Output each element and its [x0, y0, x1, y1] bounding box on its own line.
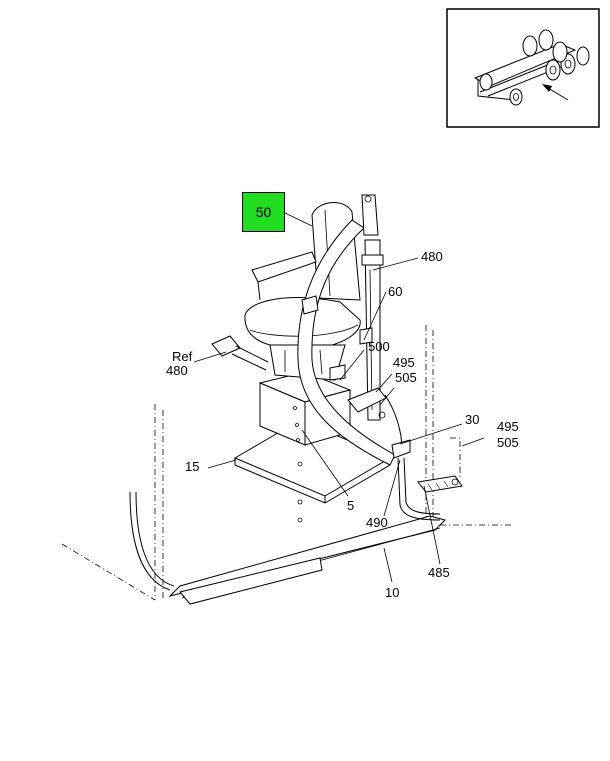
callout-ref-480[interactable]: 480 [166, 363, 188, 378]
inset-chassis-drawing [446, 8, 600, 128]
callout-490[interactable]: 490 [366, 515, 388, 530]
floor-sill-strip [168, 515, 446, 605]
callout-50-label: 50 [255, 204, 272, 220]
callout-505-lower[interactable]: 505 [497, 435, 519, 450]
callout-60[interactable]: 60 [388, 284, 403, 299]
callout-5[interactable]: 5 [347, 498, 355, 513]
callout-505-upper[interactable]: 505 [395, 370, 417, 385]
callout-ref-label: Ref [172, 349, 193, 364]
callout-10[interactable]: 10 [385, 585, 400, 600]
leader-lines [193, 212, 485, 583]
callout-15[interactable]: 15 [185, 459, 200, 474]
seat-assembly [211, 194, 463, 521]
callout-495-upper[interactable]: 495 [393, 355, 415, 370]
callout-30[interactable]: 30 [465, 412, 480, 427]
callout-495-lower[interactable]: 495 [497, 419, 519, 434]
callout-485[interactable]: 485 [428, 565, 450, 580]
callout-50-highlight[interactable]: 50 [242, 192, 285, 232]
callout-480[interactable]: 480 [421, 249, 443, 264]
seat-riser [233, 371, 392, 523]
callout-500[interactable]: 500 [368, 339, 390, 354]
